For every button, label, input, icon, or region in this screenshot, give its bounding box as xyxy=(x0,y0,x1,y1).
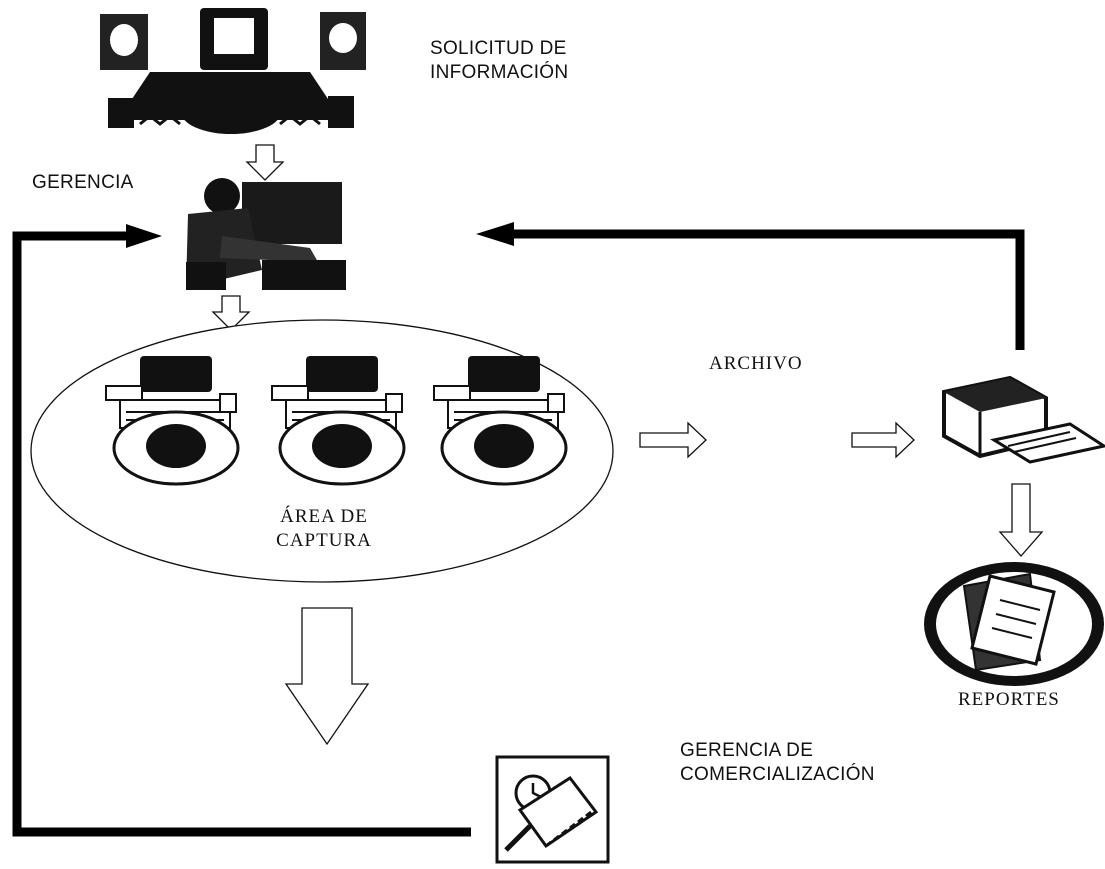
manager-at-computer-icon xyxy=(184,178,346,290)
comercializacion-label-line1: GERENCIA DE xyxy=(680,740,813,761)
report-folders-icon xyxy=(924,562,1104,686)
feedback-line-comercializacion-to-gerencia xyxy=(12,231,471,837)
solicitud-label-line1: SOLICITUD DE xyxy=(430,38,567,59)
arrow-printer-to-reportes xyxy=(998,483,1044,557)
feedback-arrowhead-right xyxy=(476,222,514,246)
operator-at-terminal-icon xyxy=(105,356,240,486)
arrow-archivo-to-printer xyxy=(851,421,915,459)
comercializacion-label-line2: COMERCIALIZACIÓN xyxy=(680,763,875,785)
area-captura-label-line2: CAPTURA xyxy=(276,530,372,551)
printer-icon xyxy=(942,375,1105,464)
archivo-label: ARCHIVO xyxy=(709,353,803,374)
arrow-captura-to-archivo xyxy=(639,421,707,459)
solicitud-label-line2: INFORMACIÓN xyxy=(430,61,568,83)
gerencia-label: GERENCIA xyxy=(32,172,134,193)
arrow-captura-to-comercializacion xyxy=(284,607,370,746)
operator-at-terminal-icon xyxy=(433,356,568,486)
feedback-arrowhead-left xyxy=(126,224,162,248)
area-captura-label-line1: ÁREA DE xyxy=(280,505,368,527)
arrow-solicitud-to-gerencia xyxy=(245,144,285,181)
reportes-label: REPORTES xyxy=(958,689,1060,710)
feedback-line-printer-to-gerencia xyxy=(510,229,1025,350)
operator-at-terminal-icon xyxy=(271,356,406,486)
meeting-clipart-icon xyxy=(100,8,366,134)
planner-notebook-icon xyxy=(495,755,610,864)
arrow-gerencia-to-captura xyxy=(211,295,251,331)
